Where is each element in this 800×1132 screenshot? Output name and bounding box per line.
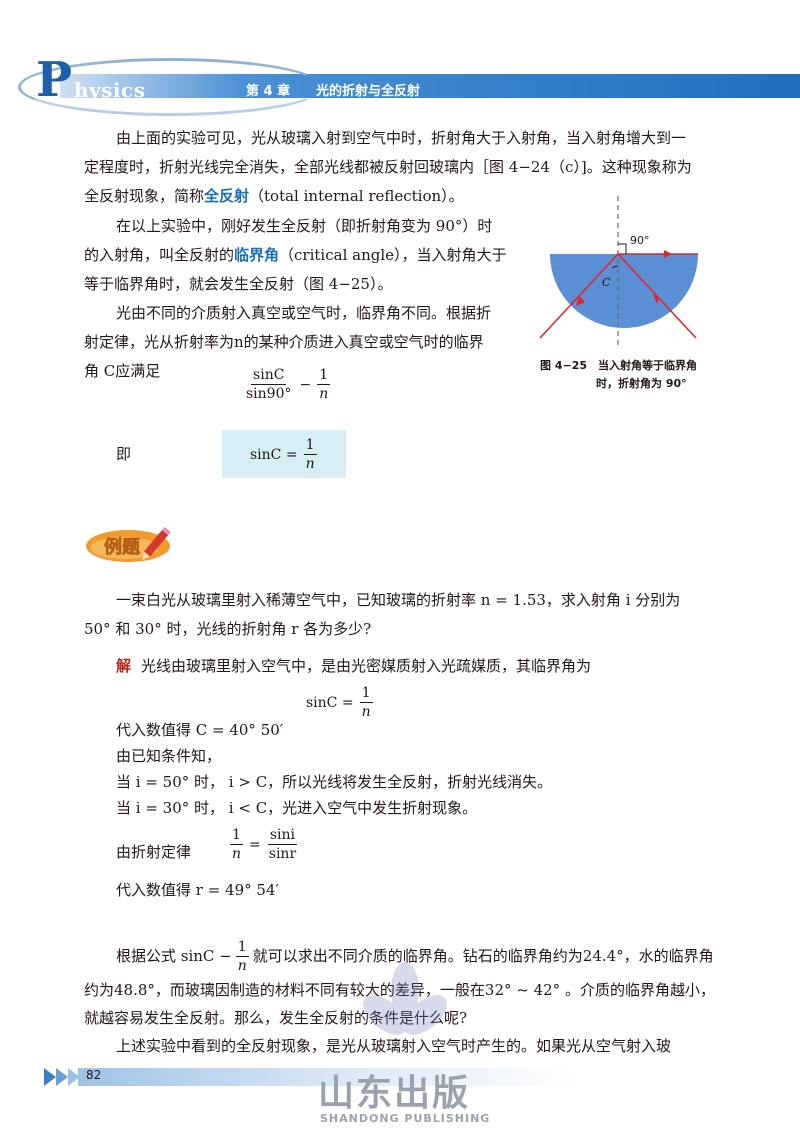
chapter-number: 第 4 章 — [246, 84, 291, 99]
solution-line2: 由已知条件知， — [116, 747, 222, 765]
fraction-numerator: 1 — [359, 685, 373, 703]
solution-intro: 解光线由玻璃里射入空气中，是由光密媒质射入光疏媒质，其临界角为 — [116, 652, 591, 681]
arrow-head-icon — [664, 250, 672, 258]
problem-line2: 50° 和 30° 时，光线的折射角 r 各为多少? — [84, 620, 372, 638]
solution-label: 解 — [116, 657, 132, 675]
snell-label: 由折射定律 — [116, 843, 192, 861]
fraction-numerator: 1 — [303, 437, 317, 455]
watermark-publisher: 山东出版 — [318, 1072, 471, 1114]
formula-box — [222, 430, 346, 478]
formula-lhs: sinC = — [250, 446, 298, 463]
badge-inner — [90, 537, 158, 559]
para4-line2: 约为48.8°，而玻璃因制造的材料不同有较大的差异，一般在32° ~ 42° 。… — [84, 981, 715, 999]
fraction-denominator: n — [361, 704, 371, 720]
footer-band — [44, 1068, 578, 1086]
para1-line3: 全反射现象，简称全反射（total internal reflection）。 — [84, 182, 464, 211]
para4-post: 就可以求出不同介质的临界角。钻石的临界角约为24.4°，水的临界角 — [252, 947, 714, 965]
fraction-numerator: 1 — [317, 367, 331, 385]
ji-label: 即 — [116, 445, 132, 463]
chapter-title: 光的折射与全反射 — [316, 84, 421, 99]
fraction-denominator: n — [232, 846, 242, 862]
fraction-sinc-sin90: sinC sin90° — [244, 366, 294, 403]
solution-line3: 当 i = 50° 时， i > C，所以光线将发生全反射，折射光线消失。 — [116, 773, 553, 791]
problem-line1: 一束白光从玻璃里射入稀薄空气中，已知玻璃的折射率 n = 1.53，求入射角 i… — [116, 591, 681, 609]
para2-line3: 等于临界角时，就会发生全反射（图 4−25）。 — [84, 275, 393, 293]
formula-sinc-boxed: sinC = 1 n — [250, 436, 317, 473]
figure-caption-line1: 图 4−25 当入射角等于临界角 — [540, 359, 698, 372]
fraction-numerator: sini — [267, 827, 298, 845]
operator: = — [249, 836, 261, 853]
arrow-head-icon — [576, 296, 585, 306]
para3-line2: 射定律，光从折射率为n的某种介质进入真空或空气时的临界 — [84, 333, 484, 351]
para4-pre: 根据公式 sinC − — [116, 947, 232, 965]
para2-text-en: （critical angle），当入射角大于 — [279, 246, 507, 264]
formula-lhs: sinC = — [306, 694, 354, 711]
para4-line1: 根据公式 sinC − 1 n 就可以求出不同介质的临界角。钻石的临界角约为24… — [116, 938, 714, 975]
fraction-1-n: 1 n — [359, 684, 373, 721]
operator: − — [299, 376, 312, 393]
right-angle-mark-icon — [618, 243, 627, 254]
para1-text-en: （total internal reflection）。 — [249, 187, 464, 205]
fraction-1-n: 1 n — [317, 366, 331, 403]
formula-snell: 1 n = sini sinr — [230, 826, 298, 863]
fraction-1-n: 1 n — [230, 826, 243, 863]
angle-90-label: 90° — [630, 234, 650, 247]
figure-critical-angle: 90° C — [539, 196, 698, 346]
para1-line1: 由上面的实验可见，光从玻璃入射到空气中时，折射角大于入射角，当入射角增大到一 — [116, 129, 687, 147]
fraction-numerator: 1 — [230, 827, 243, 845]
page-number: 82 — [86, 1068, 102, 1082]
solution-line4: 当 i = 30° 时， i < C，光进入空气中发生折射现象。 — [116, 799, 478, 817]
fraction-denominator: n — [305, 456, 315, 472]
logo-text: hysics — [74, 78, 146, 102]
formula-critical-ratio: sinC sin90° − 1 n — [244, 366, 331, 403]
fraction-denominator: n — [237, 958, 247, 974]
para4-line4: 上述实验中看到的全反射现象，是光从玻璃射入空气时产生的。如果光从空气射入玻 — [116, 1037, 672, 1055]
para1-text: 全反射现象，简称 — [84, 187, 205, 205]
angle-c-label: C — [602, 276, 611, 289]
figure-caption-line2: 时，折射角为 90° — [596, 377, 687, 390]
solution-line1: 代入数值得 C = 40° 50′ — [116, 721, 284, 739]
para4-line3: 就越容易发生全反射。那么，发生全反射的条件是什么呢? — [84, 1009, 468, 1027]
para3-line1: 光由不同的介质射入真空或空气时，临界角不同。根据折 — [116, 304, 492, 322]
reflected-ray — [617, 253, 697, 339]
fraction-numerator: sinC — [251, 367, 287, 385]
formula-sinc: sinC = 1 n — [306, 684, 373, 721]
para3-line3: 角 C应满足 — [84, 362, 161, 380]
angle-arc-icon — [611, 265, 619, 269]
logo-letter-p: P — [36, 52, 73, 108]
para2-line1: 在以上实验中，刚好发生全反射（即折射角变为 90°）时 — [116, 217, 493, 235]
logo-ellipse — [18, 58, 324, 116]
fraction-1-n: 1 n — [235, 938, 249, 975]
example-label: 例题 — [104, 536, 141, 558]
example-badge: 例题 — [86, 526, 171, 562]
fraction-denominator: sin90° — [246, 386, 292, 402]
fraction-denominator: sinr — [268, 846, 297, 862]
fraction-numerator: 1 — [235, 939, 249, 957]
fraction-denominator: n — [319, 386, 329, 402]
term-total-reflection: 全反射 — [204, 187, 250, 205]
para1-line2: 定程度时，折射光线完全消失，全部光线都被反射回玻璃内［图 4−24（c）]。这种… — [84, 158, 692, 176]
para2-line2: 的入射角，叫全反射的临界角（critical angle），当入射角大于 — [84, 241, 507, 270]
arrow-head-icon — [653, 294, 659, 304]
fraction-sini-sinr: sini sinr — [267, 826, 298, 863]
term-critical-angle: 临界角 — [234, 246, 280, 264]
glass-semicircle — [550, 254, 698, 328]
pencil-icon — [141, 526, 171, 561]
solution-result: 代入数值得 r = 49° 54′ — [116, 881, 279, 899]
para2-text: 的入射角，叫全反射的 — [84, 246, 235, 264]
fraction-1-n: 1 n — [303, 436, 317, 473]
watermark-publisher-en: SHANDONG PUBLISHING — [320, 1112, 491, 1125]
watermark-flower-icon — [363, 962, 447, 1035]
solution-intro-text: 光线由玻璃里射入空气中，是由光密媒质射入光疏媒质，其临界角为 — [141, 657, 592, 675]
